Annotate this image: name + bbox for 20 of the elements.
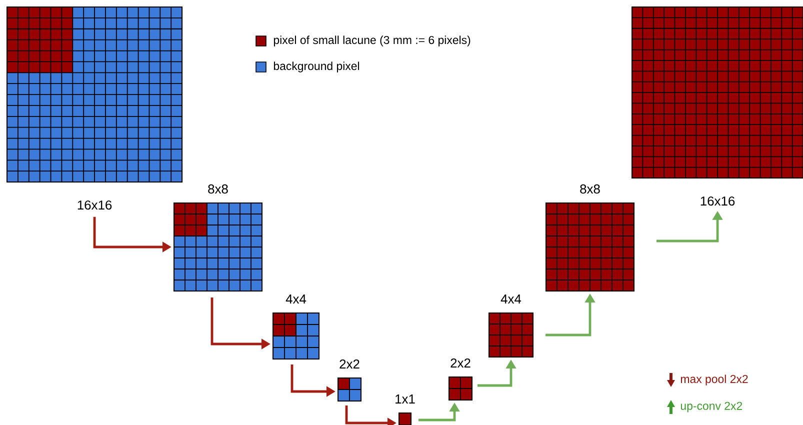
pixel-grid: 8x8 — [546, 184, 634, 292]
pixel-grid: 2x2 — [338, 359, 362, 402]
node-label: 8x8 — [580, 184, 600, 194]
pixel-grid: 16x16 — [632, 6, 803, 206]
legend-label: pixel of small lacune (3 mm := 6 pixels) — [274, 36, 470, 46]
pixel-grid: 4x4 — [488, 294, 534, 358]
node-label: 16x16 — [700, 196, 735, 206]
pixel-grid: 4x4 — [272, 294, 320, 360]
legend-label: max pool 2x2 — [680, 374, 748, 386]
node-label: 16x16 — [78, 200, 112, 210]
node-label: 8x8 — [208, 184, 228, 194]
legend-label: background pixel — [274, 62, 360, 72]
node-label: 2x2 — [340, 359, 360, 369]
node-label: 1x1 — [396, 394, 415, 404]
node-label: 4x4 — [286, 294, 306, 304]
pixel-grid: 2x2 — [448, 358, 472, 400]
pixel-grid: 1x1 — [396, 394, 415, 425]
node-label: 2x2 — [450, 358, 470, 368]
legend-label: up-conv 2x2 — [680, 402, 742, 412]
node-label: 4x4 — [500, 294, 522, 304]
